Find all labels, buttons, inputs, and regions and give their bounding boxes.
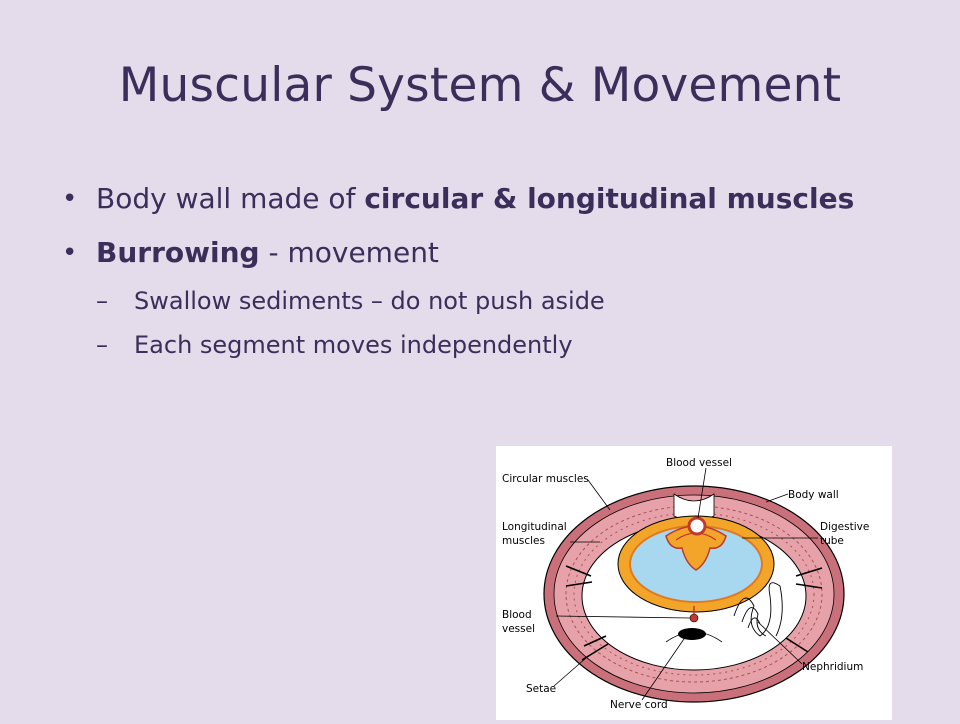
slide-title: Muscular System & Movement [118, 58, 842, 113]
label-blood: Blood [502, 609, 532, 621]
dorsal-blood-vessel [687, 516, 707, 536]
label-nephridium: Nephridium [802, 661, 863, 673]
label-body-wall: Body wall [788, 489, 839, 501]
setae [565, 565, 823, 661]
label-setae: Setae [526, 683, 556, 695]
earthworm-cross-section-diagram: Circular muscles Blood vessel Body wall … [496, 446, 892, 720]
label-circular-muscles: Circular muscles [502, 473, 589, 485]
label-digestive: Digestive [820, 521, 869, 533]
label-digestive-tube: tube [820, 535, 844, 547]
bullet-bold-text: Burrowing [96, 236, 260, 269]
bullet-item: Body wall made of circular & longitudina… [62, 178, 882, 220]
bullet-bold-text: circular & longitudinal muscles [364, 182, 855, 215]
bullet-item: Burrowing - movement Swallow sediments –… [62, 232, 882, 362]
label-nerve-cord: Nerve cord [610, 699, 668, 711]
sub-bullet-item: Swallow sediments – do not push aside [96, 284, 882, 318]
bullet-text: - movement [259, 236, 439, 269]
label-blood-vessel-top: Blood vessel [666, 457, 732, 469]
ventral-blood-vessel [689, 613, 699, 623]
nephridium-shape [733, 582, 783, 637]
bullet-list: Body wall made of circular & longitudina… [62, 178, 882, 362]
label-blood-vessel: vessel [502, 623, 535, 635]
sub-bullet-list: Swallow sediments – do not push aside Ea… [96, 284, 882, 362]
label-longitudinal: Longitudinal [502, 521, 567, 533]
label-longitudinal-muscles: muscles [502, 535, 545, 547]
cross-section-svg: Circular muscles Blood vessel Body wall … [502, 457, 869, 711]
sub-bullet-item: Each segment moves independently [96, 328, 882, 362]
bullet-text: Body wall made of [96, 182, 365, 215]
